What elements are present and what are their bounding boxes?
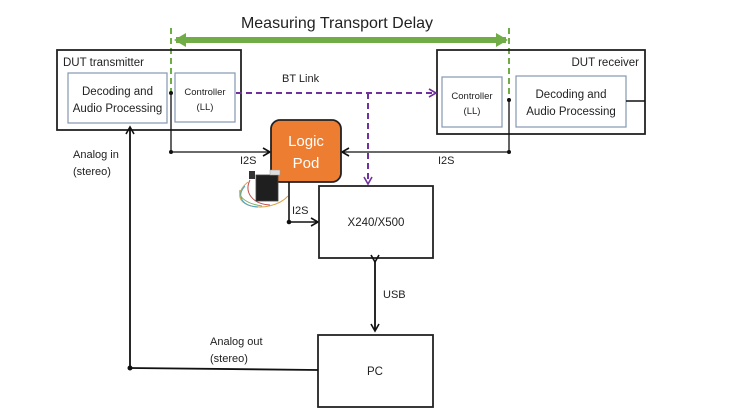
dut-transmitter-box [56,49,242,131]
rx-controller-line1: Controller [451,91,492,102]
tx-decoding-line1: Decoding and [82,86,153,98]
tx-controller-line1: Controller [184,87,225,98]
analog-in-line2: (stereo) [73,166,111,178]
rx-i2s-label: I2S [438,155,455,167]
rx-i2s-junction [507,98,511,102]
rx-controller-box [441,76,503,128]
bt-link-label: BT Link [282,73,320,85]
pc-label: PC [367,366,383,378]
analog-in-line1: Analog in [73,149,119,161]
tx-decoding-line2: Audio Processing [73,103,163,115]
analyzer-box [318,185,434,259]
dut-transmitter-label: DUT transmitter [63,57,144,69]
rx-controller-line2: (LL) [464,106,481,117]
analog-out-line1: Analog out [210,336,263,348]
dut-receiver-label: DUT receiver [571,57,639,69]
logic-pod-line1: Logic [288,133,324,150]
diagram-title: Measuring Transport Delay [241,15,433,32]
rx-decoding-line1: Decoding and [536,89,607,101]
pc-box [317,334,434,408]
tx-i2s-junction [169,91,173,95]
logic-pod-box [270,119,342,183]
usb-label: USB [383,289,406,301]
analog-out-line [129,367,319,371]
rx-decoding-box [515,75,627,128]
tx-i2s-label: I2S [240,155,257,167]
logic-pod-device-photo [239,169,289,208]
tx-decoding-box [67,72,168,124]
analyzer-label: X240/X500 [348,217,405,229]
tx-controller-box [174,72,236,123]
logic-pod-line2: Pod [293,155,320,172]
tx-controller-line2: (LL) [197,102,214,113]
rx-decoding-line2: Audio Processing [526,106,616,118]
pod-i2s-label: I2S [292,205,309,217]
analog-out-line2: (stereo) [210,353,248,365]
